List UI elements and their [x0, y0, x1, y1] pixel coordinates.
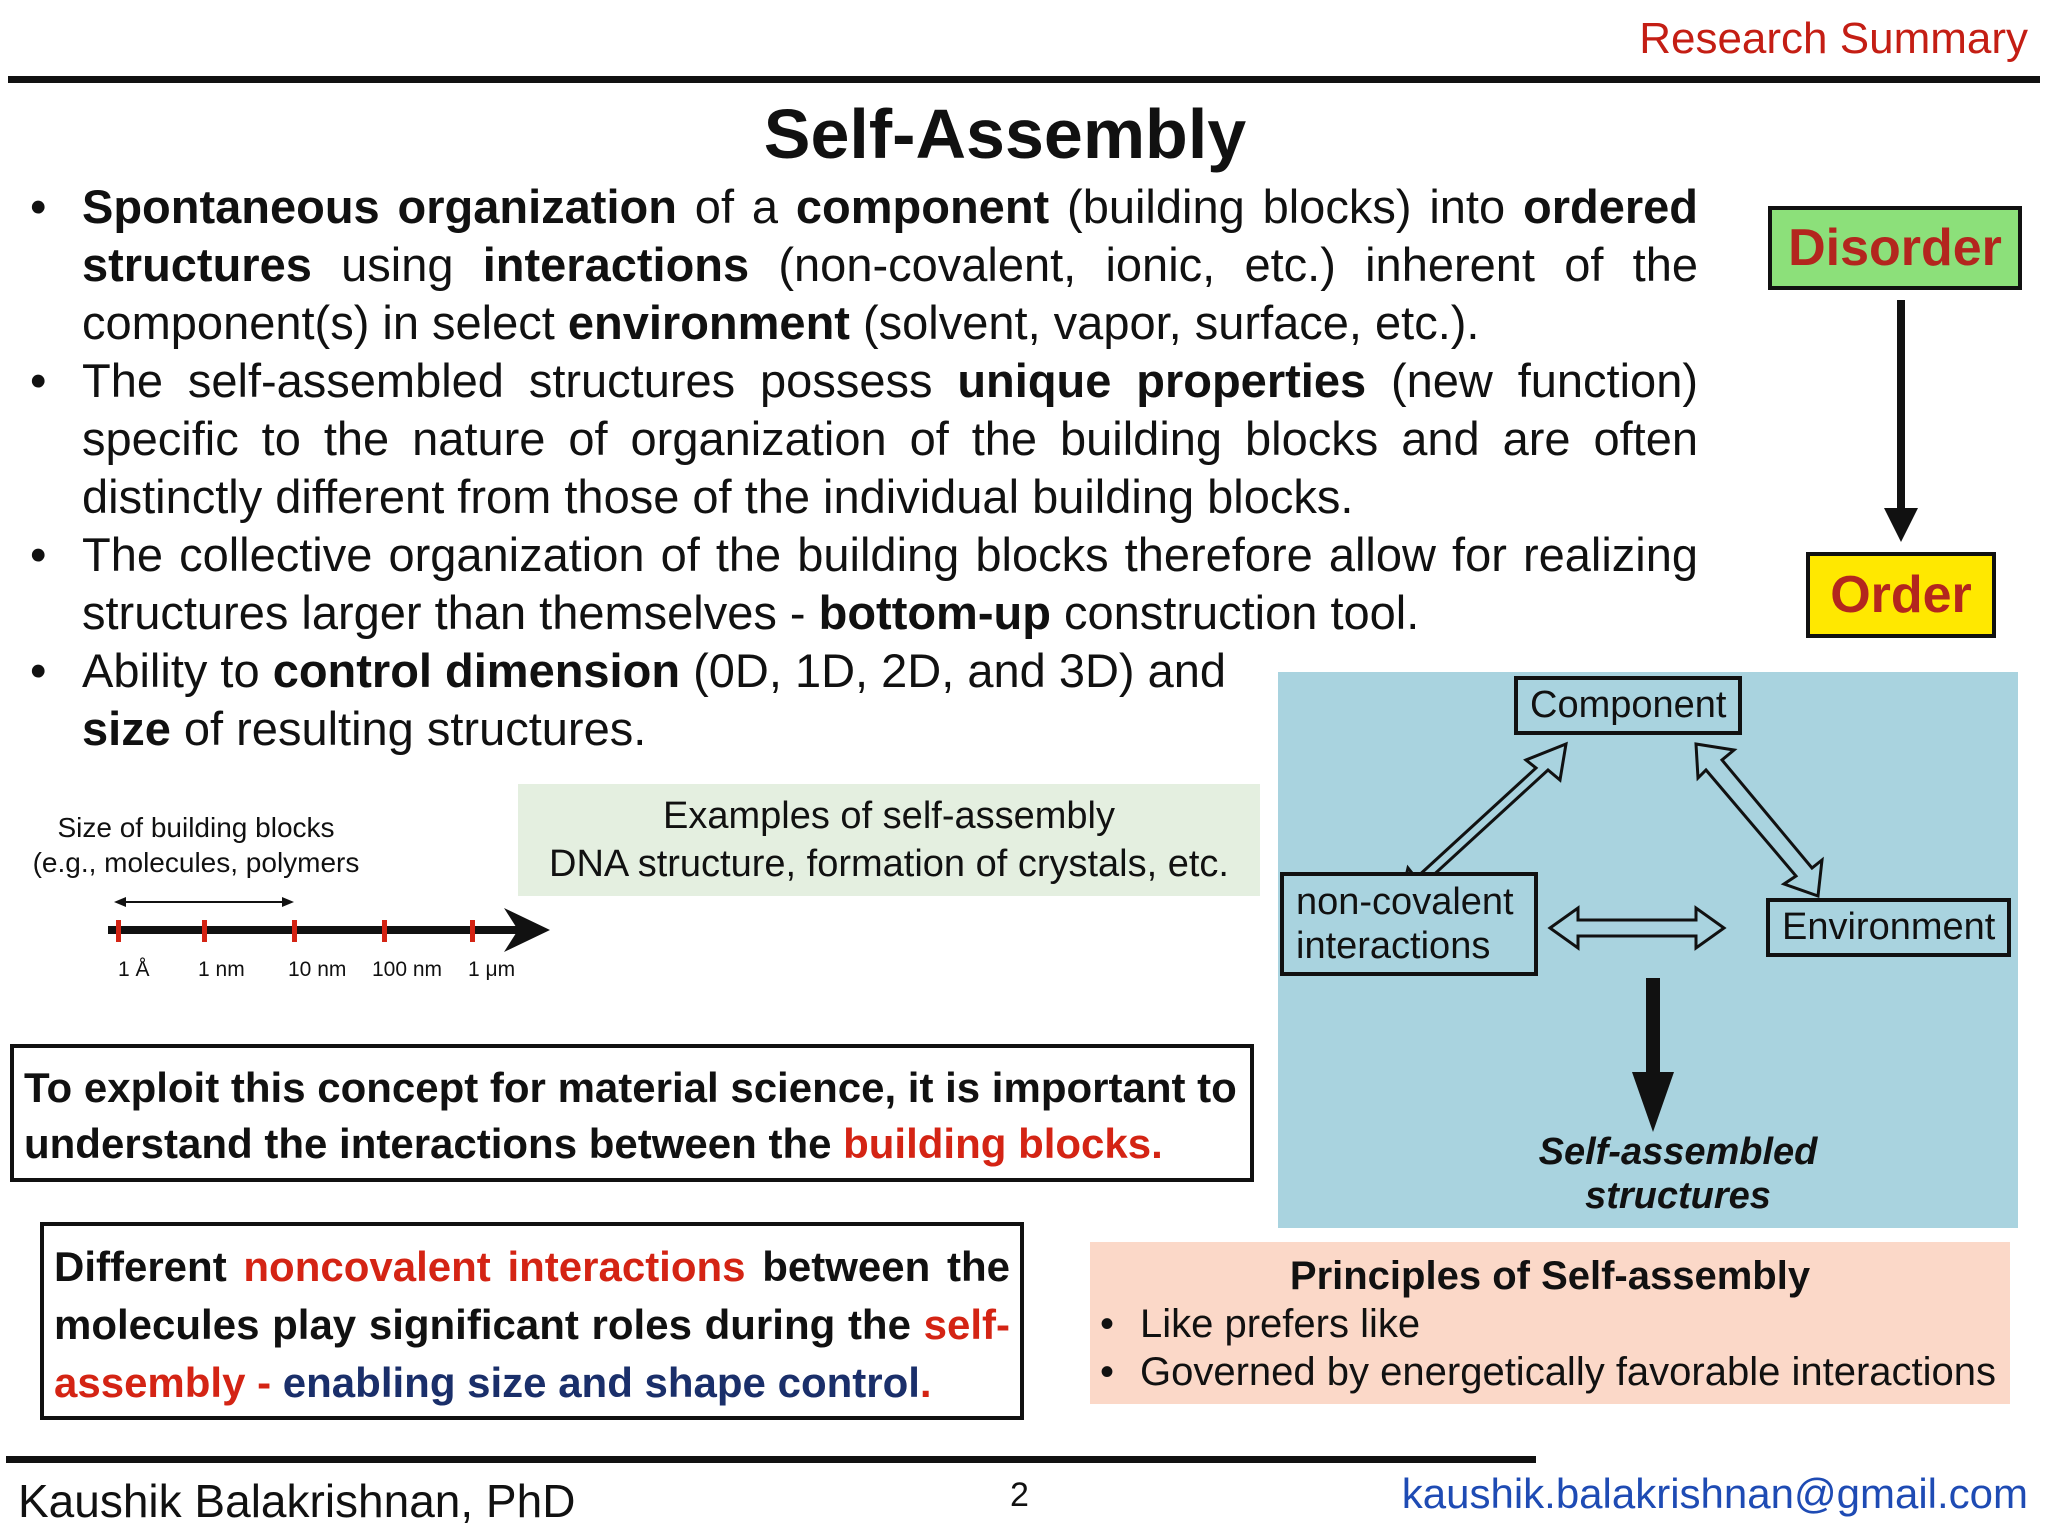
callout-text: between the molecules play significant r…: [54, 1243, 1010, 1348]
component-box: Component: [1514, 676, 1743, 735]
bullet-emphasis: interactions: [482, 238, 750, 291]
double-arrow-icon: [1694, 742, 1824, 899]
section-label: Research Summary: [1639, 14, 2028, 63]
bullet-text: (solvent, vapor, surface, etc.).: [849, 296, 1480, 349]
bullet-text: of resulting structures.: [170, 702, 647, 755]
self-assembled-structures-label: Self-assembled structures: [1538, 1131, 1818, 1217]
author-email: kaushik.balakrishnan@gmail.com: [1401, 1470, 2028, 1517]
tick-label: 1 μm: [468, 958, 516, 981]
callout-highlight: self-assembly -: [54, 1301, 1010, 1406]
size-caption-line: (e.g., molecules, polymers: [32, 847, 360, 878]
principles-list: Like prefers like Governed by energetica…: [1090, 1300, 2010, 1396]
callout-emphasis: enabling size and shape control: [282, 1359, 920, 1406]
tick-label: 1 Å: [118, 958, 150, 981]
bullet-text: The collective organization of the build…: [82, 528, 1698, 639]
callout-text: Different: [54, 1243, 244, 1290]
tick-label: 1 nm: [198, 958, 245, 981]
scale-tick: [202, 920, 207, 942]
scale-tick: [470, 920, 475, 942]
bullet-text: (0D, 1D, 2D, and 3D) and: [680, 644, 1227, 697]
interactions-callout: Different noncovalent interactions betwe…: [40, 1222, 1024, 1420]
principles-heading: Principles of Self-assembly: [1289, 1254, 1811, 1298]
principles-box: Principles of Self-assembly Like prefers…: [1090, 1242, 2010, 1404]
order-box: Order: [1806, 552, 1996, 638]
tick-label: 100 nm: [372, 958, 443, 981]
principle-item: Governed by energetically favorable inte…: [1100, 1348, 2010, 1396]
scale-tick: [382, 920, 387, 942]
interactions-box: non-covalent interactions: [1280, 872, 1538, 976]
bullet-emphasis: environment: [567, 296, 850, 349]
header-rule: [8, 76, 2040, 83]
page-number: 2: [1010, 1476, 1029, 1514]
callout-text: To exploit this concept for material sci…: [24, 1064, 1237, 1167]
bullet-emphasis: Spontaneous organization: [82, 180, 677, 233]
down-arrow-icon: [1884, 300, 1918, 542]
bullet-item: The collective organization of the build…: [28, 526, 1698, 642]
callout-highlight: building blocks.: [843, 1120, 1163, 1167]
callout-text: .: [919, 1359, 932, 1406]
slide-title: Self-Assembly: [763, 95, 1247, 173]
bullet-text: (building blocks) into: [1049, 180, 1524, 233]
bullet-text: of a: [676, 180, 796, 233]
bullet-emphasis: unique properties: [957, 354, 1367, 407]
callout-highlight: noncovalent interactions: [243, 1243, 746, 1290]
bullet-item: Ability to control dimension (0D, 1D, 2D…: [28, 642, 1282, 758]
bullet-text: (non-covalent, ionic, etc.) inherent of …: [82, 238, 1698, 349]
tick-label: 10 nm: [288, 958, 347, 981]
author-name: Kaushik Balakrishnan, PhD: [18, 1475, 576, 1527]
concept-callout: To exploit this concept for material sci…: [10, 1044, 1254, 1182]
down-arrow-icon: [1632, 978, 1674, 1132]
bullet-emphasis: control dimension: [272, 644, 681, 697]
size-caption: Size of building blocks (e.g., molecules…: [24, 810, 368, 880]
scale-tick: [292, 920, 297, 942]
bullet-item: Spontaneous organization of a component …: [28, 178, 1698, 352]
principle-item: Like prefers like: [1100, 1300, 2010, 1348]
examples-text: DNA structure, formation of crystals, et…: [549, 843, 1229, 885]
bullet-list: Spontaneous organization of a component …: [28, 178, 1698, 758]
bullet-item: The self-assembled structures possess un…: [28, 352, 1698, 526]
bullet-emphasis: size: [82, 702, 171, 755]
environment-box: Environment: [1766, 898, 2012, 957]
bullet-text: Ability to: [82, 644, 273, 697]
bullet-emphasis: ordered structures: [82, 180, 1699, 291]
axis-arrow-icon: [504, 908, 550, 952]
size-scale-axis: [108, 897, 550, 952]
disorder-box: Disorder: [1768, 206, 2022, 290]
examples-box: Examples of self-assembly DNA structure,…: [518, 784, 1260, 896]
bullet-emphasis: component: [795, 180, 1050, 233]
bullet-emphasis: bottom-up: [818, 586, 1051, 639]
span-arrow-icon: [114, 897, 294, 907]
examples-heading: Examples of self-assembly: [663, 795, 1115, 837]
scale-tick: [116, 920, 121, 942]
bullet-text: using: [311, 238, 483, 291]
bullet-text: (new function) specific to the nature of…: [82, 354, 1698, 523]
double-arrow-icon: [1547, 905, 1727, 951]
footer-rule: [6, 1456, 1536, 1463]
self-assembly-diagram: Component non-covalent interactions Envi…: [1278, 672, 2018, 1228]
bullet-text: The self-assembled structures possess: [82, 354, 958, 407]
size-caption-line: Size of building blocks: [57, 812, 335, 843]
bullet-text: construction tool.: [1050, 586, 1420, 639]
